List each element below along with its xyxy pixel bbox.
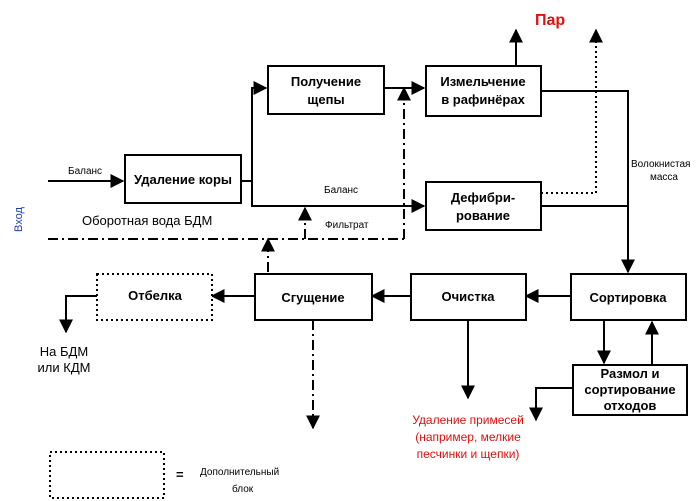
legend-text-2: блок (232, 483, 254, 495)
cleaning-label: Очистка (442, 289, 496, 304)
bleaching-to-pm-arrow (59, 295, 97, 334)
white-water-label: Оборотная вода БДМ (82, 213, 212, 228)
rejects-label-2: сортирование (584, 382, 675, 397)
screening-box: Сортировка (570, 273, 687, 321)
legend-equals: = (176, 467, 184, 482)
debarking-to-grinding-arrow (251, 181, 426, 213)
legend-dotted-box (49, 451, 165, 499)
chips-label-2: щепы (307, 92, 344, 107)
screening-label: Сортировка (589, 290, 667, 305)
rejects-label-1: Размол и (601, 366, 660, 381)
refining-label-1: Измельчение (440, 74, 525, 89)
rejects-label-3: отходов (604, 398, 657, 413)
to-pm-label-1: На БДМ (40, 344, 88, 359)
steam-arrow-dotted (541, 28, 603, 194)
grinding-label-2: рование (456, 208, 510, 223)
balance-mid-label: Баланс (324, 185, 358, 196)
grinding-label-1: Дефиб­ри- (451, 190, 515, 205)
chips-box: Получение щепы (267, 65, 385, 115)
debarking-box: Удаление коры (124, 154, 242, 204)
fiber-label-1: Волокнистая (631, 159, 690, 170)
debarking-label: Удаление коры (134, 172, 232, 187)
refining-to-screening-arrow (541, 90, 635, 274)
to-pm-label-2: или КДМ (38, 360, 91, 375)
rejects-box: Размол и сортирование отходов (572, 364, 688, 416)
bleaching-box: Отбелка (96, 273, 213, 321)
refining-box: Измельчение в рафинёрах (425, 65, 542, 117)
steam-label: Пар (535, 12, 565, 29)
thickening-box: Сгущение (254, 273, 373, 321)
grinding-box: Дефиб­ри- рование (425, 181, 542, 231)
legend: = Дополнительный блок (49, 451, 279, 499)
legend-text-1: Дополнительный (200, 467, 279, 478)
debarking-to-chips-arrow (241, 81, 268, 182)
thickening-label: Сгущение (281, 290, 344, 305)
balance-in-label: Баланс (68, 166, 102, 177)
removal-label-2: (например, мелкие (415, 430, 521, 444)
rejects-out-arrow (529, 387, 573, 422)
chips-label-1: Получение (291, 74, 361, 89)
removal-label-3: песчинки и щепки) (417, 447, 520, 461)
input-label: Вход (13, 207, 25, 232)
fiber-label-2: масса (650, 172, 678, 183)
removal-label-1: Удаление примесей (412, 413, 524, 427)
refining-label-2: в рафинёрах (441, 92, 525, 107)
filtrate-label: Фильтрат (325, 220, 369, 231)
cleaning-box: Очистка (410, 273, 527, 321)
bleaching-label: Отбелка (128, 288, 183, 303)
